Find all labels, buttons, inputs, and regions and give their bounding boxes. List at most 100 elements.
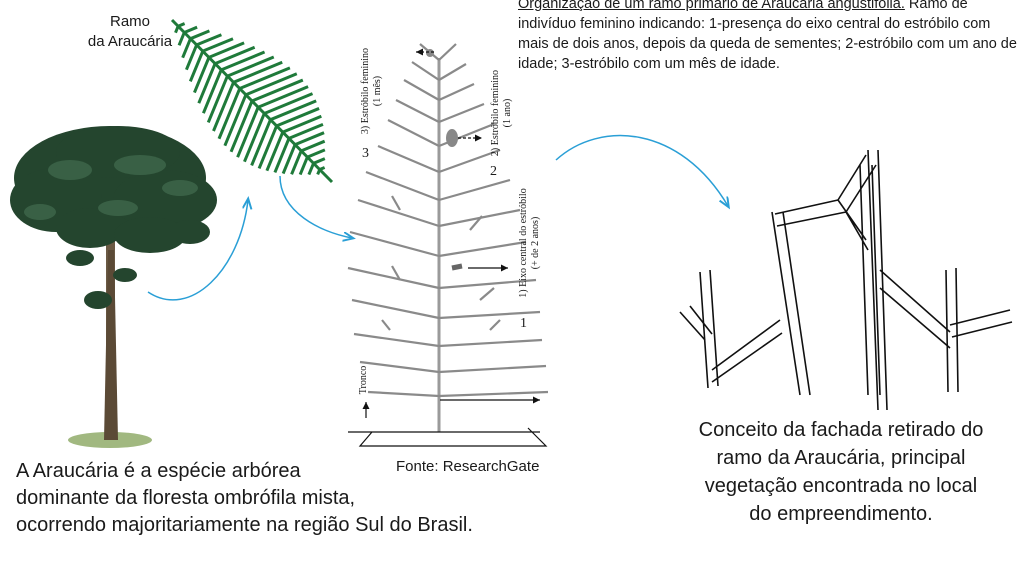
diagram-branch (489, 319, 501, 331)
diagram-branch (349, 230, 440, 258)
caption-body: Ramo de indivíduo feminino indicando: 1-… (518, 0, 1017, 72)
leaflet (263, 92, 314, 115)
leaflet (294, 131, 325, 147)
diagram-branch (438, 364, 547, 374)
leaflet (316, 168, 322, 176)
diagram-base (348, 427, 548, 447)
branch-organization-diagram (347, 43, 549, 432)
diagram-branch (353, 332, 440, 348)
diagram-branch (347, 266, 440, 290)
number-3: 3 (362, 146, 369, 161)
leaflet (208, 41, 245, 59)
leaflet (174, 25, 180, 34)
facade-concept-drawing (679, 149, 1013, 411)
diagram-pointer-arrows (362, 48, 540, 418)
leaflet (257, 85, 309, 109)
caption-title: Organização de um ramo primário de Arauc… (518, 0, 905, 12)
branch-label: Ramo da Araucária (87, 13, 173, 50)
leaflet (226, 55, 275, 78)
diagram-branch (411, 61, 440, 81)
diagram-branch (403, 79, 440, 101)
diagram-branch (438, 102, 485, 124)
araucaria-tree-image (10, 126, 217, 448)
diagram-branch (367, 390, 440, 398)
leaflet (202, 69, 223, 114)
diagram-branch (351, 298, 440, 320)
source-credit: Fonte: ResearchGate (396, 458, 540, 475)
diagram-branch (438, 148, 501, 174)
diagram-branch (438, 310, 541, 320)
leaflet (281, 144, 297, 175)
leaflet (236, 106, 260, 158)
leaflet (306, 148, 326, 159)
leaflet (265, 131, 285, 172)
leaflet (196, 33, 222, 47)
leaflet (188, 50, 205, 82)
branch-to-diagram-arrow (279, 175, 352, 238)
leaflet (183, 25, 198, 34)
diagram-branch (395, 99, 440, 123)
leaflet (250, 119, 272, 166)
leaflet (307, 162, 315, 176)
diagram-branch (438, 278, 537, 290)
diagram-branch (438, 240, 527, 258)
leaflet (251, 78, 304, 103)
leaflet (232, 60, 283, 84)
araucaria-description: A Araucária é a espécie arbórea dominant… (16, 460, 473, 536)
leaflet (185, 44, 199, 71)
leaflet (220, 50, 266, 72)
leaflet (269, 99, 317, 122)
diagram-branch (438, 82, 475, 102)
leaflet (312, 157, 326, 165)
tree-to-branch-arrow (147, 200, 248, 301)
diagram-to-facade-arrow (555, 134, 728, 206)
label-strobilus-1-year: 2) Estróbilo feminino (1 ano) (490, 69, 513, 157)
leaflet (298, 156, 309, 176)
label-strobilus-1-month: 3) Estróbilo feminino (1 mês) (360, 47, 383, 135)
diagram-branch (391, 195, 401, 211)
diagram-branch (377, 144, 440, 174)
leaflet (202, 37, 234, 53)
diagram-branch (438, 390, 549, 398)
araucaria-branch-image (170, 18, 334, 184)
diagram-branch (438, 178, 511, 202)
strobilus-1-year (446, 129, 458, 147)
leaflet (189, 29, 210, 41)
leaflet (239, 66, 291, 90)
leaflet (206, 75, 229, 124)
leaflet (229, 100, 254, 153)
leaflet (181, 38, 192, 59)
diagram-branch (365, 170, 440, 202)
leaflet (257, 125, 279, 169)
leaflet (300, 139, 326, 153)
diagram-branch (469, 215, 483, 231)
leaflet (217, 87, 242, 140)
leaflet (273, 137, 291, 174)
number-1: 1 (520, 316, 527, 331)
leaflet (212, 81, 235, 132)
leaflet (193, 56, 211, 94)
diagram-branch (391, 265, 401, 281)
diagram-branch (479, 287, 495, 301)
leaflet (290, 150, 303, 175)
leaflet (177, 22, 186, 28)
diagram-branch (357, 198, 440, 228)
diagram-branch (381, 319, 391, 331)
leaflet (177, 31, 186, 46)
strobilus-central-axis (451, 263, 463, 271)
number-2: 2 (490, 164, 497, 179)
strobilus-1-month (426, 49, 434, 57)
diagram-branch (438, 63, 467, 81)
leaflet (288, 122, 324, 140)
leaflet (276, 107, 320, 128)
branch-organization-caption: Organização de um ramo primário de Arauc… (518, 0, 1018, 74)
leaflet (282, 114, 322, 134)
diagram-branch (387, 119, 440, 147)
leaflet (214, 45, 256, 66)
leaflet (319, 166, 326, 171)
facade-concept-caption: Conceito da fachada retirado do ramo da … (698, 419, 984, 525)
label-central-axis: 1) Eixo central do estróbilo (+ de 2 ano… (518, 188, 541, 298)
leaflet (197, 63, 217, 104)
leaflet (245, 72, 298, 97)
